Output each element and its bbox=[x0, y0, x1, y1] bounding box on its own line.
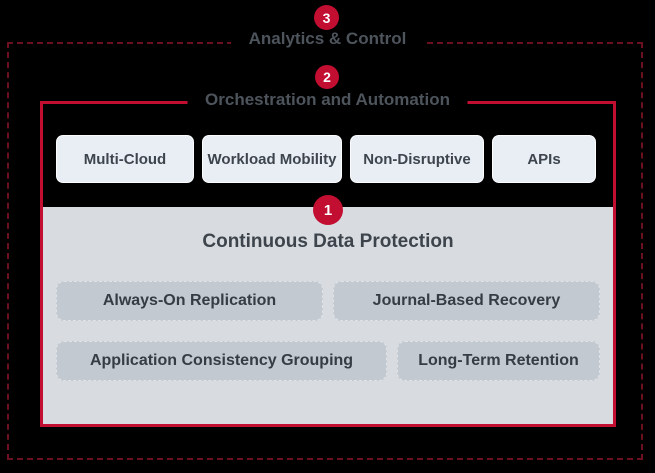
chip-application-consistency-grouping: Application Consistency Grouping bbox=[56, 341, 387, 381]
layer1-number: 1 bbox=[323, 201, 333, 219]
layer3-number-badge: 3 bbox=[314, 5, 339, 30]
layer2-number: 2 bbox=[323, 69, 331, 85]
chip-long-term-retention: Long-Term Retention bbox=[397, 341, 600, 381]
chip-non-disruptive: Non-Disruptive bbox=[350, 135, 484, 183]
chip-apis: APIs bbox=[492, 135, 596, 183]
layer3-title: Analytics & Control bbox=[230, 29, 425, 49]
orchestration-capability-row: Multi-Cloud Workload Mobility Non-Disrup… bbox=[56, 135, 596, 183]
chip-workload-mobility: Workload Mobility bbox=[202, 135, 342, 183]
layer1-title: Continuous Data Protection bbox=[202, 231, 454, 252]
layer1-cdp-panel: Continuous Data Protection Always-On Rep… bbox=[43, 207, 613, 424]
layer2-number-badge: 2 bbox=[315, 65, 339, 89]
layer2-title: Orchestration and Automation bbox=[187, 90, 468, 110]
chip-journal-based-recovery: Journal-Based Recovery bbox=[333, 281, 600, 321]
chip-always-on-replication: Always-On Replication bbox=[56, 281, 323, 321]
chip-multi-cloud: Multi-Cloud bbox=[56, 135, 194, 183]
layer1-number-badge: 1 bbox=[313, 195, 343, 225]
layer3-number: 3 bbox=[322, 9, 331, 26]
